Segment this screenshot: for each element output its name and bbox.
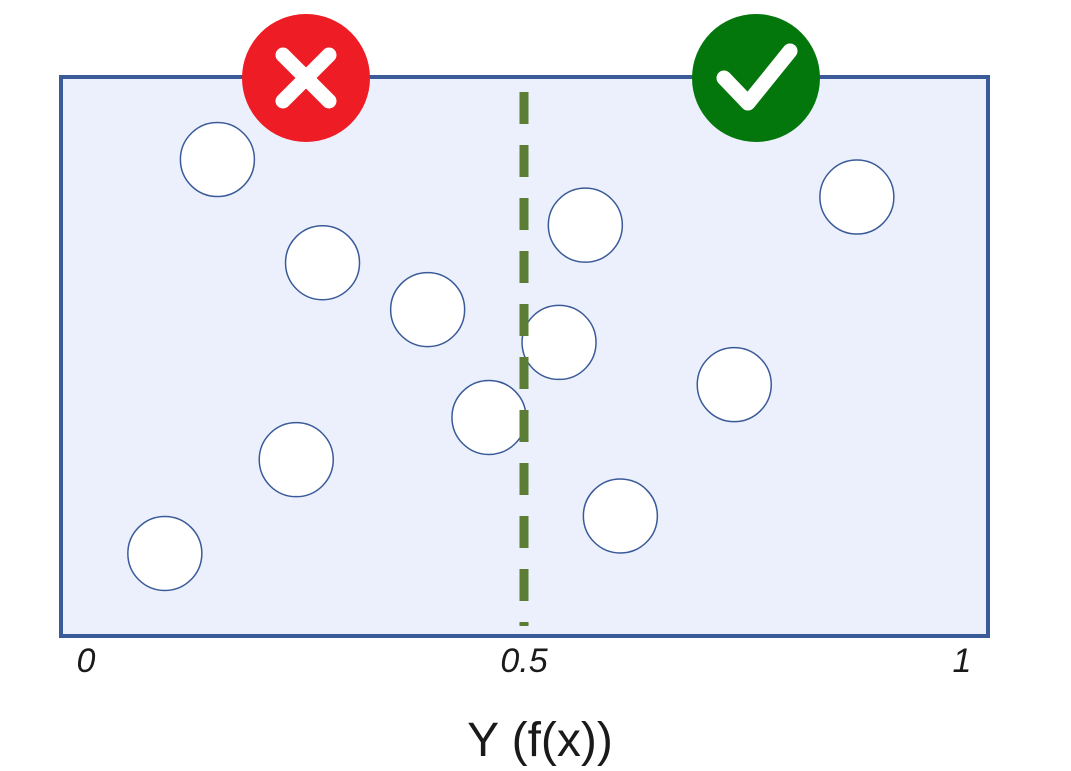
data-point	[127, 515, 203, 592]
data-point	[179, 121, 256, 198]
data-point	[547, 187, 624, 263]
data-point	[451, 379, 527, 456]
data-point	[258, 421, 334, 498]
data-point	[521, 304, 597, 381]
check-mark-icon	[692, 14, 820, 142]
data-point	[389, 271, 466, 348]
data-point	[696, 346, 772, 423]
data-point	[284, 224, 361, 301]
x-tick-label: 0.5	[500, 642, 547, 680]
data-points	[127, 121, 895, 592]
x-mark-icon	[242, 14, 370, 142]
x-tick-label: 1	[953, 642, 972, 680]
data-point	[582, 478, 659, 554]
x-axis-title: Y (f(x))	[467, 714, 613, 767]
data-point	[819, 159, 895, 235]
x-tick-label: 0	[77, 642, 96, 680]
